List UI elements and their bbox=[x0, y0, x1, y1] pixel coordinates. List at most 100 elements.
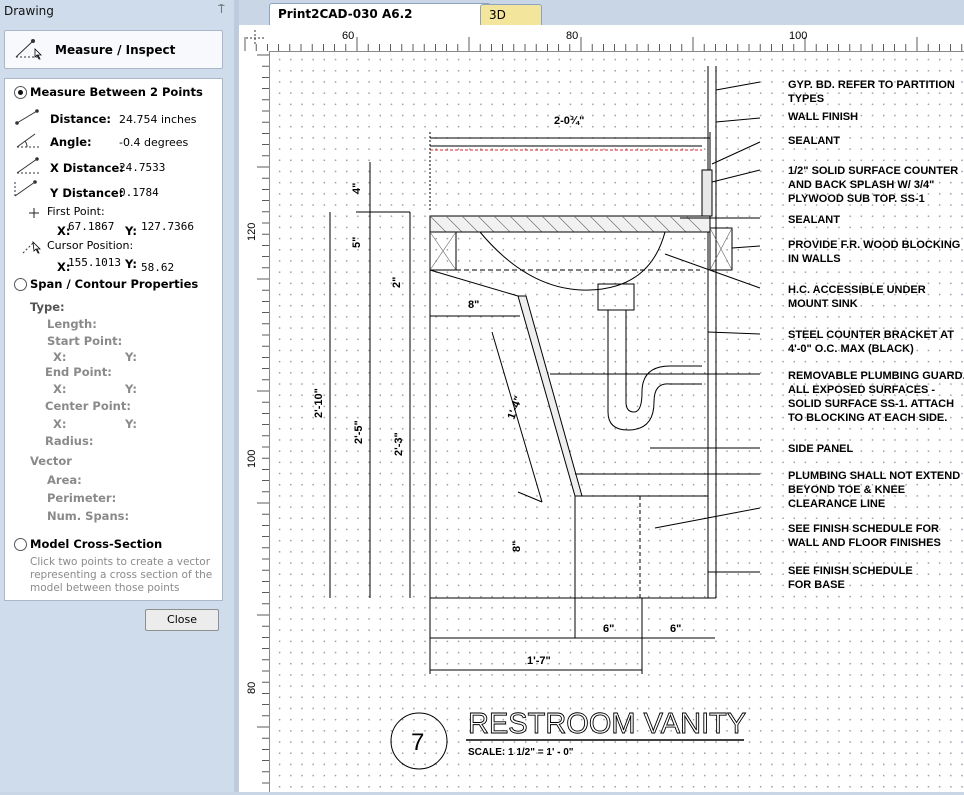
radio-measure-2-points[interactable] bbox=[14, 86, 27, 99]
callout-note-line: SOLID SURFACE SS-1. ATTACH bbox=[788, 398, 954, 410]
measure-inspect-button[interactable]: Measure / Inspect bbox=[4, 30, 223, 69]
first-point-label: First Point: bbox=[47, 205, 105, 218]
vector-label: Vector bbox=[30, 454, 72, 468]
callout-note-line: 1/2" SOLID SURFACE COUNTER bbox=[788, 165, 958, 177]
x-distance-value: 24.7533 bbox=[119, 161, 166, 174]
radio-span-contour[interactable] bbox=[14, 278, 27, 291]
callout-note-line: BEYOND TOE & KNEE bbox=[788, 484, 905, 496]
span-type-label: Type: bbox=[30, 300, 65, 314]
distance-icon bbox=[15, 109, 39, 125]
detail-number: 7 bbox=[411, 729, 424, 756]
y-distance-value: 0.1784 bbox=[119, 186, 159, 199]
ruler-left-label-120: 120 bbox=[246, 223, 258, 241]
span-end-y-label: Y: bbox=[125, 382, 137, 396]
y-distance-label: Y Distance: bbox=[50, 186, 124, 200]
panel-title: Drawing bbox=[4, 4, 54, 18]
span-center-y-label: Y: bbox=[125, 417, 137, 431]
vector-num-spans-label: Num. Spans: bbox=[47, 509, 130, 523]
span-center-x-label: X: bbox=[53, 417, 67, 431]
dim-knee-height: 2'-5" bbox=[353, 420, 365, 444]
dim-bottom-a: 6" bbox=[603, 623, 614, 635]
model-cross-section-label: Model Cross-Section bbox=[30, 537, 163, 551]
cross-section-desc-2: representing a cross section of the bbox=[30, 569, 213, 581]
cursor-position-label: Cursor Position: bbox=[47, 239, 134, 252]
cad-drawing: 2-0¾" 4" 5" 2" 8" 1'-4" 2'-10" 2'-5" 2'-… bbox=[313, 66, 964, 770]
measure-icon bbox=[15, 39, 42, 60]
document-tab-bar: Print2CAD-030 A6.2 MILLWORK E... 3D View bbox=[239, 0, 964, 43]
measure-inspect-label: Measure / Inspect bbox=[55, 43, 176, 57]
span-end-x-label: X: bbox=[53, 382, 67, 396]
dim-bottom-width: 1'-7" bbox=[527, 655, 551, 667]
dim-toe-clearance: 8" bbox=[511, 541, 523, 552]
callout-note-line: CLEARANCE LINE bbox=[788, 498, 885, 510]
span-length-label: Length: bbox=[47, 317, 97, 331]
callout-note-line: SEALANT bbox=[788, 214, 840, 226]
callout-note-line: WALL FINISH bbox=[788, 111, 858, 123]
span-start-point-label: Start Point: bbox=[47, 334, 123, 348]
ruler-origin-icon[interactable] bbox=[244, 28, 266, 48]
callout-note-line: TO BLOCKING AT EACH SIDE. bbox=[788, 412, 947, 424]
callout-note-line: PLYWOOD SUB TOP. SS-1 bbox=[788, 193, 925, 205]
cursor-x-value: 155.1013 bbox=[68, 256, 121, 269]
panel-splitter[interactable] bbox=[234, 0, 239, 792]
first-y-value: 127.7366 bbox=[141, 220, 194, 233]
cursor-position-icon bbox=[22, 240, 41, 254]
callout-note-line: H.C. ACCESSIBLE UNDER bbox=[788, 284, 926, 296]
dim-top-width: 2-0¾" bbox=[554, 115, 584, 127]
span-center-point-label: Center Point: bbox=[45, 399, 131, 413]
span-end-point-label: End Point: bbox=[45, 365, 112, 379]
ruler-top-label-60: 60 bbox=[342, 30, 354, 42]
close-button[interactable]: Close bbox=[145, 609, 219, 631]
callout-note-line: PLUMBING SHALL NOT EXTEND bbox=[788, 470, 960, 482]
drawing-title: RESTROOM VANITY bbox=[468, 708, 746, 740]
callout-note-line: SEE FINISH SCHEDULE FOR bbox=[788, 523, 939, 535]
callout-note-line: WALL AND FLOOR FINISHES bbox=[788, 537, 941, 549]
dim-overall-height: 2'-10" bbox=[313, 388, 325, 418]
span-radius-label: Radius: bbox=[45, 434, 94, 448]
distance-label: Distance: bbox=[50, 112, 111, 126]
drawing-canvas[interactable]: 2-0¾" 4" 5" 2" 8" 1'-4" 2'-10" 2'-5" 2'-… bbox=[270, 52, 964, 792]
tab-3d-view[interactable]: 3D View bbox=[480, 4, 542, 43]
span-start-y-label: Y: bbox=[125, 350, 137, 364]
cursor-y-value: 58.62 bbox=[141, 261, 175, 274]
first-y-label: Y: bbox=[125, 224, 137, 238]
vector-perimeter-label: Perimeter: bbox=[47, 491, 117, 505]
ruler-left-label-100: 100 bbox=[246, 450, 258, 468]
ruler-top-label-100: 100 bbox=[789, 30, 807, 42]
vertical-ruler-ticks: 120 100 80 bbox=[246, 54, 269, 784]
callout-note-line: MOUNT SINK bbox=[788, 298, 858, 310]
cross-section-desc-3: model between those points bbox=[30, 582, 180, 594]
callout-note-line: AND BACK SPLASH W/ 3/4" bbox=[788, 179, 934, 191]
horizontal-ruler-ticks: 60 80 100 bbox=[244, 30, 963, 51]
first-point-icon bbox=[29, 208, 39, 218]
span-start-x-label: X: bbox=[53, 350, 67, 364]
distance-value: 24.754 inches bbox=[119, 113, 197, 126]
cross-section-desc-1: Click two points to create a vector bbox=[30, 556, 211, 568]
dim-guard-length: 1'-4" bbox=[506, 395, 525, 421]
callout-note-line: PROVIDE F.R. WOOD BLOCKING bbox=[788, 239, 960, 251]
dim-counter-height: 5" bbox=[351, 237, 363, 248]
dim-toe-height: 2'-3" bbox=[393, 432, 405, 456]
dim-splash-height: 4" bbox=[351, 183, 363, 194]
vector-area-label: Area: bbox=[47, 473, 82, 487]
y-distance-icon bbox=[14, 180, 37, 197]
drawing-scale: SCALE: 1 1/2" = 1' - 0" bbox=[468, 747, 574, 758]
horizontal-ruler: 60 80 100 bbox=[239, 25, 964, 52]
span-contour-label: Span / Contour Properties bbox=[30, 277, 199, 291]
dimension-labels: 2-0¾" 4" 5" 2" 8" 1'-4" 2'-10" 2'-5" 2'-… bbox=[313, 115, 681, 667]
callout-note-line: SIDE PANEL bbox=[788, 443, 853, 455]
callout-note-line: FOR BASE bbox=[788, 579, 845, 591]
ruler-top-label-80: 80 bbox=[566, 30, 578, 42]
drawing-panel: Drawing ⍑ Measure / Inspect Measure Betw… bbox=[0, 0, 234, 792]
x-distance-label: X Distance: bbox=[50, 161, 124, 175]
vertical-ruler: 120 100 80 bbox=[239, 51, 270, 792]
ruler-left-label-80: 80 bbox=[246, 682, 258, 694]
tab-millwork-drawing[interactable]: Print2CAD-030 A6.2 MILLWORK E... bbox=[269, 3, 491, 42]
callout-note-line: GYP. BD. REFER TO PARTITION bbox=[788, 79, 955, 91]
radio-model-cross-section[interactable] bbox=[14, 538, 27, 551]
callout-note-line: STEEL COUNTER BRACKET AT bbox=[788, 329, 954, 341]
first-x-label: X: bbox=[57, 224, 71, 238]
angle-icon bbox=[16, 133, 39, 148]
pin-icon[interactable]: ⍑ bbox=[218, 3, 225, 16]
callout-note-line: IN WALLS bbox=[788, 253, 841, 265]
